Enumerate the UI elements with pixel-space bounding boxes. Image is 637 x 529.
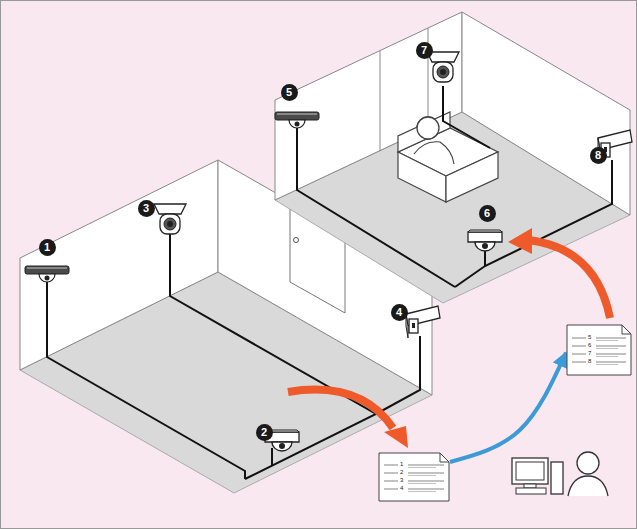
callout-number: 6: [479, 205, 496, 222]
list-number: 7: [587, 350, 592, 357]
list-number: 2: [399, 469, 404, 476]
list-number: 5: [587, 334, 592, 341]
callout-number: 2: [256, 424, 273, 441]
callout-number: 8: [590, 147, 607, 164]
document-icon: 1234: [378, 452, 450, 502]
document-icon: 5678: [566, 324, 632, 376]
list-number: 3: [399, 477, 404, 484]
callout-number: 1: [39, 239, 56, 256]
callout-number: 5: [281, 84, 298, 101]
list-number: 8: [587, 358, 592, 365]
callout-number: 7: [416, 42, 433, 59]
list-number: 4: [399, 485, 404, 492]
callout-number: 4: [391, 304, 408, 321]
flow-arrow: [450, 353, 566, 462]
list-number: 1: [399, 461, 404, 468]
callout-number: 3: [138, 200, 155, 217]
document-outline: [378, 452, 450, 502]
list-number: 6: [587, 342, 592, 349]
document-outline: [566, 324, 632, 376]
